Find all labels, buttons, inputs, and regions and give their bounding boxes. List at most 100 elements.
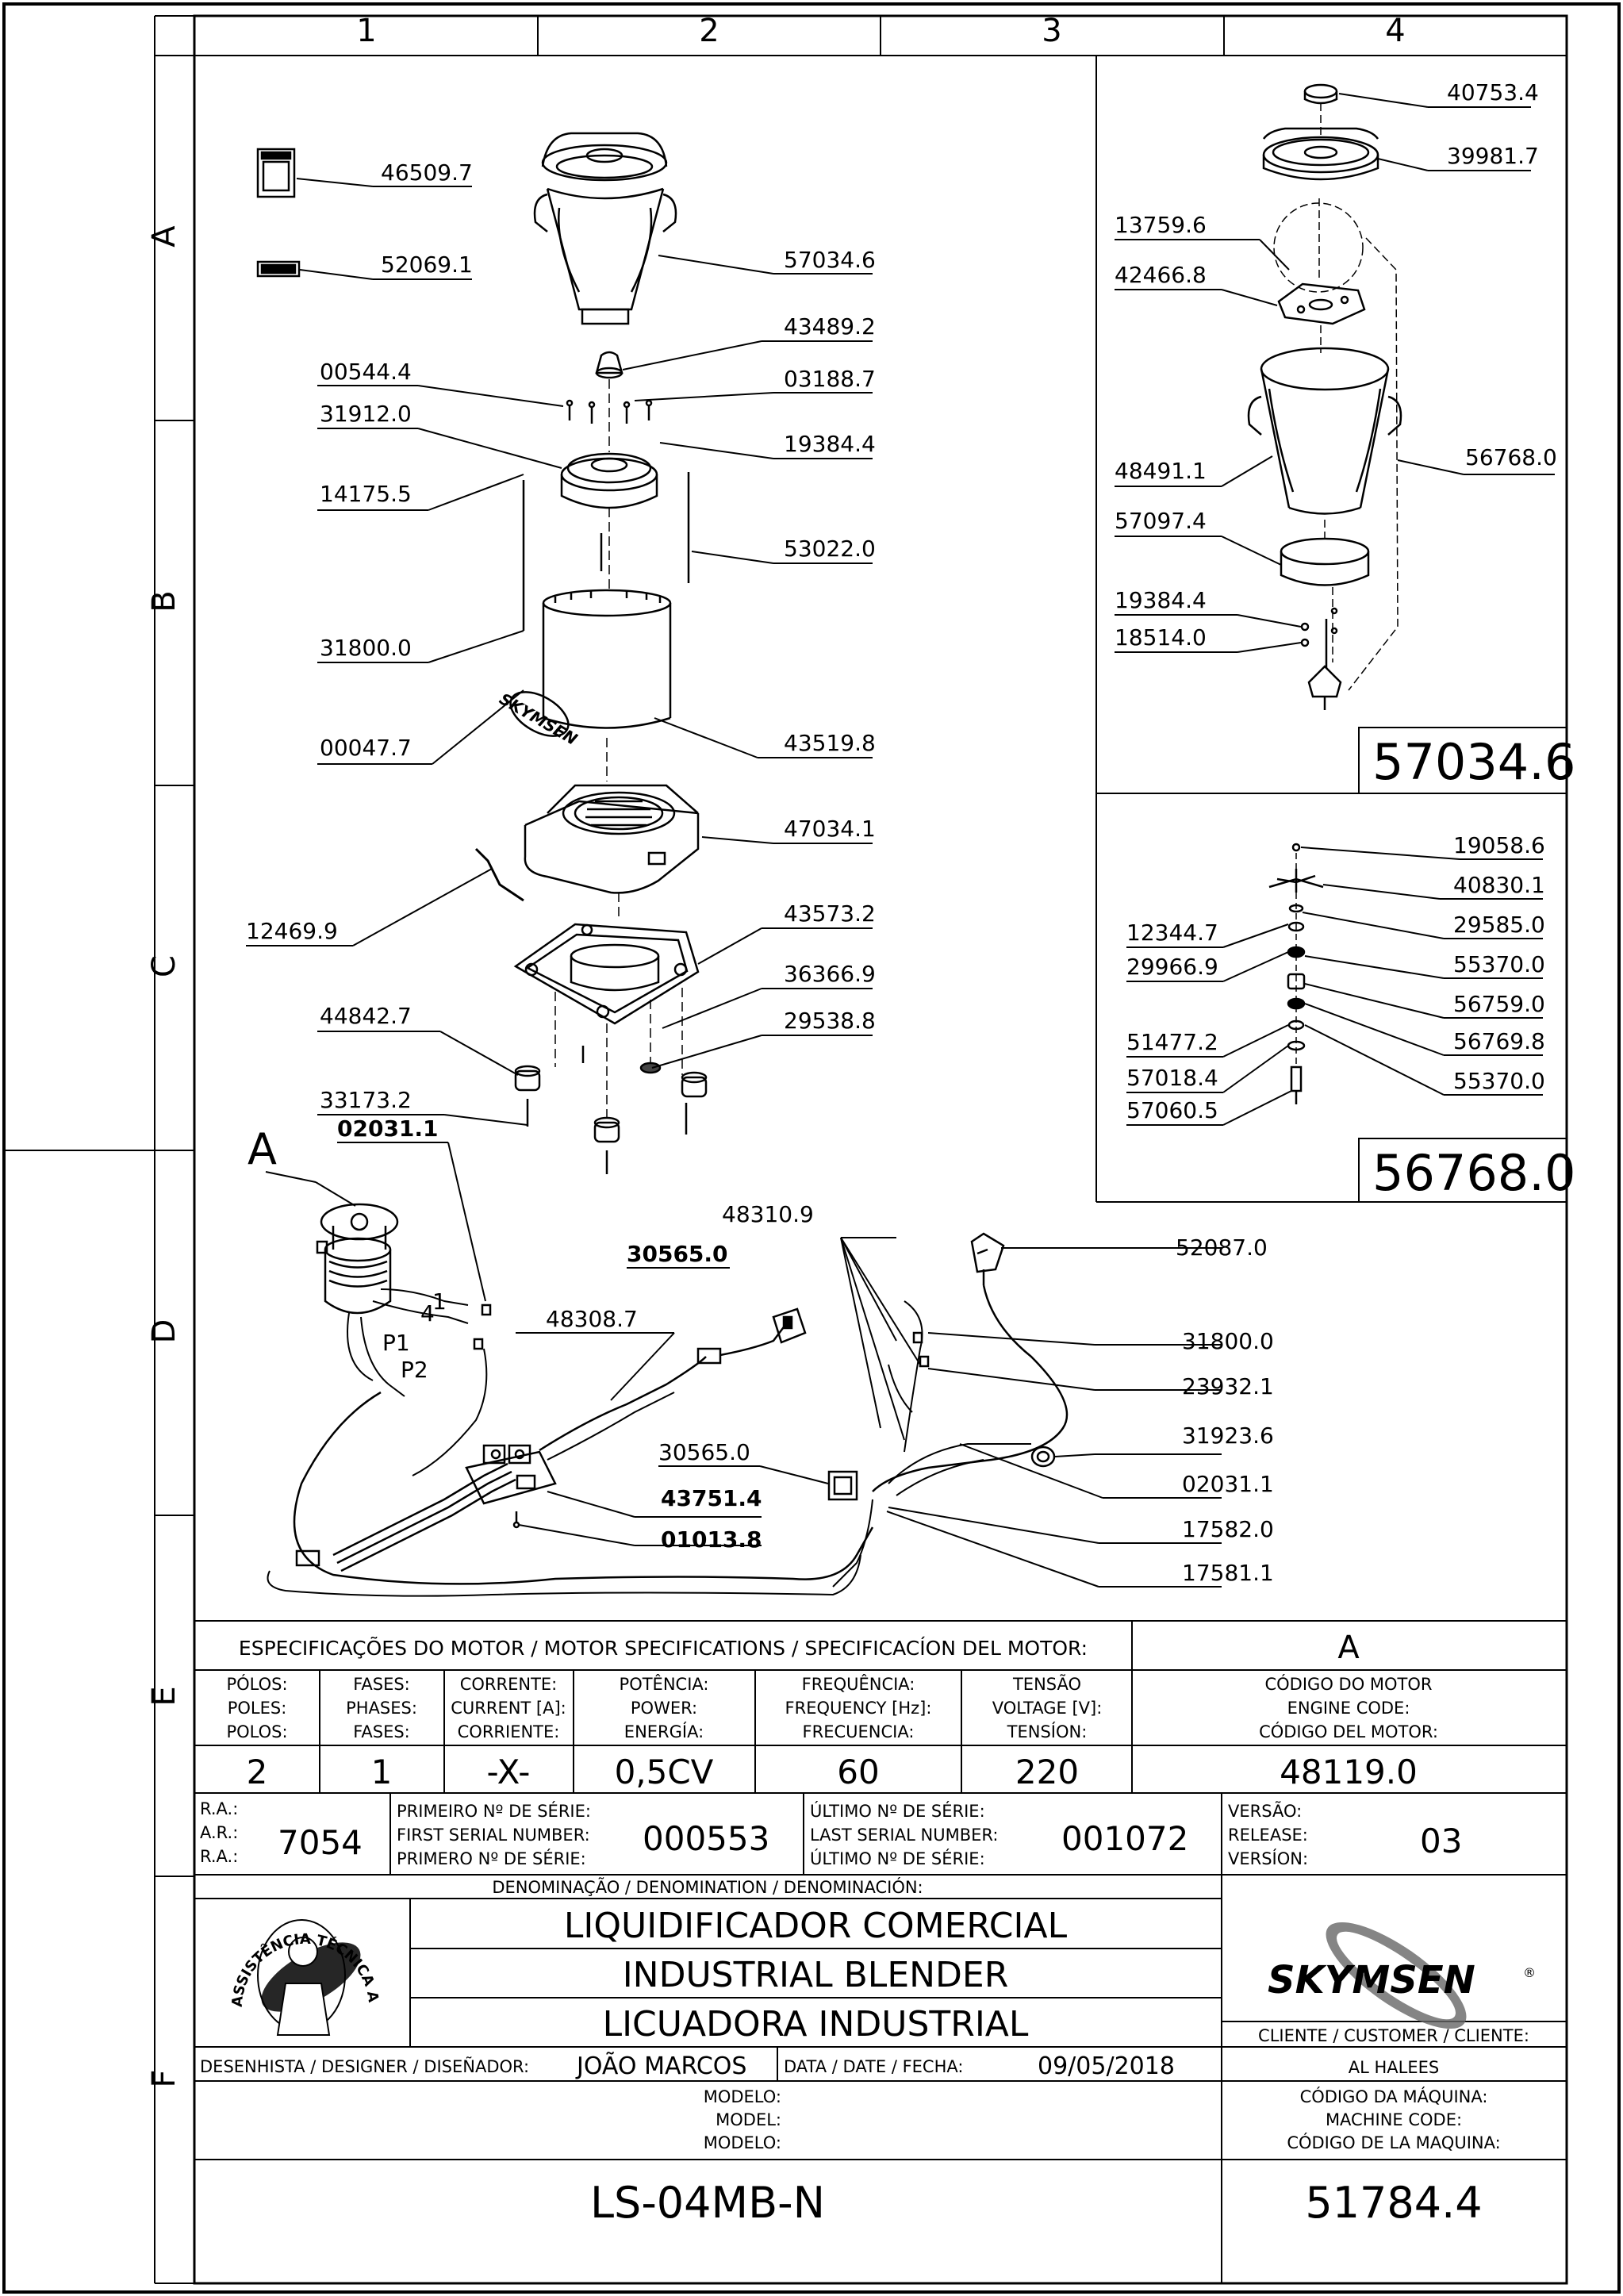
version-value: 03 (1420, 1822, 1462, 1860)
callout-d-48308-7: 48308.7 (546, 1306, 638, 1332)
callout-00544-4: 00544.4 (320, 359, 412, 385)
first-serial-l2: FIRST SERIAL NUMBER: (397, 1826, 590, 1845)
spec-current-value: -X- (487, 1753, 531, 1791)
callout-40753-4: 40753.4 (1447, 79, 1539, 106)
serial-numbers: R.A.: A.R.: R.A.: PRIMEIRO Nº DE SÉRIE: … (200, 1799, 1462, 1868)
first-serial-value: 000553 (643, 1819, 769, 1858)
spec-phases-l2: PHASES: (346, 1699, 417, 1718)
grid-col-2: 2 (699, 13, 719, 49)
callout-48491-1: 48491.1 (1115, 458, 1207, 484)
callout-31912-0: 31912.0 (320, 401, 412, 427)
callout-44842-7: 44842.7 (320, 1003, 412, 1029)
callout-12469-9: 12469.9 (246, 918, 338, 944)
spec-power-l3: ENERGÍA: (624, 1722, 704, 1741)
motor-base-part (524, 784, 700, 894)
spec-frequency-l2: FREQUENCY [Hz]: (785, 1699, 932, 1718)
callout-d-02031-1b: 02031.1 (1182, 1471, 1274, 1497)
motor-spec-header: ESPECIFICAÇÕES DO MOTOR / MOTOR SPECIFIC… (239, 1636, 1088, 1660)
callout-29966-9: 29966.9 (1126, 954, 1218, 980)
spec-phases-value: 1 (371, 1753, 393, 1791)
version-l3: VERSÍON: (1228, 1849, 1308, 1868)
grid-col-1: 1 (356, 13, 376, 49)
model-l1: MODELO: (704, 2087, 781, 2106)
last-serial-l1: ÚLTIMO Nº DE SÉRIE: (810, 1801, 985, 1821)
blade-assembly-panel (1126, 843, 1567, 1203)
manual-booklet-part (256, 148, 296, 198)
model-l3: MODELO: (704, 2133, 781, 2152)
callout-12344-7: 12344.7 (1126, 920, 1218, 946)
last-serial-value: 001072 (1061, 1819, 1188, 1858)
callout-d-31800-0: 31800.0 (1182, 1328, 1274, 1354)
first-serial-l1: PRIMEIRO Nº DE SÉRIE: (397, 1801, 591, 1821)
callout-13759-6: 13759.6 (1115, 212, 1207, 238)
detail-a-label: A (247, 1124, 277, 1174)
spec-voltage-l1: TENSÃO (1012, 1673, 1081, 1694)
grid-column-labels: 1 2 3 4 (356, 13, 1405, 49)
callout-d-43751-4: 43751.4 (661, 1485, 762, 1511)
callout-39981-7: 39981.7 (1447, 143, 1539, 169)
ra-value: 7054 (278, 1823, 363, 1862)
grid-col-4: 4 (1385, 13, 1405, 49)
callout-57060-5: 57060.5 (1126, 1097, 1218, 1123)
blender-exploded-view: SKYMSEN (256, 132, 708, 1174)
registered-mark: ® (1523, 1965, 1536, 1980)
callout-47034-1: 47034.1 (784, 816, 876, 842)
jar-assembly-code: 57034.6 (1372, 733, 1575, 791)
callout-19058-6: 19058.6 (1453, 832, 1545, 858)
spec-poles-l3: POLOS: (226, 1722, 287, 1741)
callout-55370-0b: 55370.0 (1453, 1068, 1545, 1094)
leader-lines-main (246, 178, 873, 1126)
callouts-detail: A 02031.1 48310.9 30565.0 52087.0 48308.… (247, 1115, 1274, 1586)
brand-logo: SKYMSEN ® (1268, 1922, 1536, 2029)
ra-l3: R.A.: (200, 1847, 238, 1866)
callout-33173-2: 33173.2 (320, 1087, 412, 1113)
callout-d-17582-0: 17582.0 (1182, 1516, 1274, 1542)
machine-code-l2: MACHINE CODE: (1326, 2110, 1462, 2129)
name-english: INDUSTRIAL BLENDER (623, 1955, 1009, 1995)
spec-poles-value: 2 (247, 1753, 268, 1791)
screws-top (566, 399, 653, 424)
callouts-main: 46509.7 52069.1 57034.6 43489.2 00544.4 … (246, 159, 876, 1113)
coupling-part (595, 351, 623, 379)
engine-code-l2: ENGINE CODE: (1287, 1699, 1410, 1718)
spec-frequency-value: 60 (837, 1753, 879, 1791)
spec-power-value: 0,5CV (615, 1753, 714, 1791)
denomination-label: DENOMINAÇÃO / DENOMINATION / DENOMINACIÓ… (492, 1876, 923, 1897)
spec-phases-l3: FASES: (353, 1722, 410, 1741)
control-board-part (465, 1444, 557, 1529)
machine-code-l3: CÓDIGO DE LA MAQUINA: (1287, 2133, 1500, 2152)
engine-code-value: 48119.0 (1280, 1753, 1418, 1791)
model-block: MODELO: MODEL: MODELO: CÓDIGO DA MÁQUINA… (590, 2087, 1501, 2228)
jar-part (533, 132, 677, 325)
callout-d-23932-1: 23932.1 (1182, 1373, 1274, 1399)
callout-43519-8: 43519.8 (784, 730, 876, 756)
model-value: LS-04MB-N (590, 2178, 825, 2228)
callout-d-31923-6: 31923.6 (1182, 1423, 1274, 1449)
housing-cylinder-part (542, 589, 672, 729)
callout-36366-9: 36366.9 (784, 961, 876, 987)
designer-date: DESENHISTA / DESIGNER / DISEÑADOR: JOÃO … (200, 2052, 1175, 2080)
callout-19384-4-jar: 19384.4 (1115, 587, 1207, 613)
callout-57097-4: 57097.4 (1115, 508, 1207, 534)
grid-col-3: 3 (1042, 13, 1061, 49)
first-serial-l3: PRIMERO Nº DE SÉRIE: (397, 1849, 586, 1868)
callout-d-30565-0: 30565.0 (627, 1241, 728, 1267)
callout-43489-2: 43489.2 (784, 313, 876, 340)
switch-connector-part (772, 1307, 807, 1344)
designer-label: DESENHISTA / DESIGNER / DISEÑADOR: (200, 2056, 529, 2076)
grid-row-c: C (146, 955, 182, 977)
wire-label-p2: P2 (401, 1357, 428, 1383)
designer-value: JOÃO MARCOS (575, 2052, 746, 2080)
grid-row-b: B (146, 590, 182, 612)
motor-variant: A (1337, 1630, 1360, 1666)
customer-label: CLIENTE / CUSTOMER / CLIENTE: (1258, 2026, 1529, 2045)
strain-relief-part (1030, 1446, 1056, 1468)
spec-poles-l1: PÓLOS: (226, 1674, 287, 1694)
callout-43573-2: 43573.2 (784, 900, 876, 927)
callout-52069-1: 52069.1 (381, 251, 473, 278)
callout-56759-0: 56759.0 (1453, 991, 1545, 1017)
callout-d-01013-8: 01013.8 (661, 1526, 762, 1553)
assembly-axes (554, 379, 683, 1119)
logo-decal-part: SKYMSEN (497, 689, 581, 749)
